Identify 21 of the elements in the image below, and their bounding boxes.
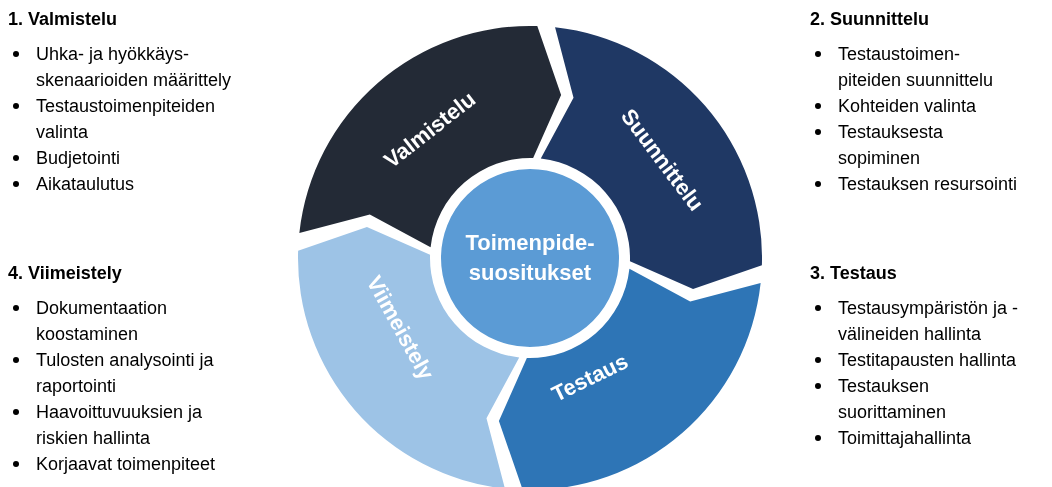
bullet-text: Testauksen suorittaminen (838, 375, 948, 424)
bullet-text: Haavoittuvuuksien ja riskien hallinta (36, 401, 204, 450)
bullet-text: Korjaavat toimenpiteet (36, 453, 217, 476)
bullet-text: Testitapausten hallinta (838, 349, 1018, 372)
bullet-text: Budjetointi (36, 147, 122, 170)
section-heading: 4. Viimeistely (8, 262, 122, 285)
bullet-text: Testausympäristön ja - välineiden hallinta (838, 297, 1020, 346)
bullet-text: Testaustoimen- piteiden suunnittelu (838, 43, 995, 92)
bullet-text: Testauksesta sopiminen (838, 121, 945, 170)
section-heading: 2. Suunnittelu (810, 8, 929, 31)
bullet-text: Testaustoimenpiteiden valinta (36, 95, 217, 144)
bullet-text: Testauksen resursointi (838, 173, 1019, 196)
section-heading: 3. Testaus (810, 262, 897, 285)
bullet-text: Kohteiden valinta (838, 95, 978, 118)
bullet-text: Toimittajahallinta (838, 427, 973, 450)
bullet-text: Dokumentaation koostaminen (36, 297, 169, 346)
center-label: Toimenpide- suositukset (465, 229, 595, 287)
bullet-text: Uhka- ja hyökkäys- skenaarioiden määrittely (36, 43, 233, 92)
bullet-text: Tulosten analysointi ja raportointi (36, 349, 215, 398)
section-heading: 1. Valmistelu (8, 8, 118, 31)
bullet-text: Aikataulutus (36, 173, 136, 196)
